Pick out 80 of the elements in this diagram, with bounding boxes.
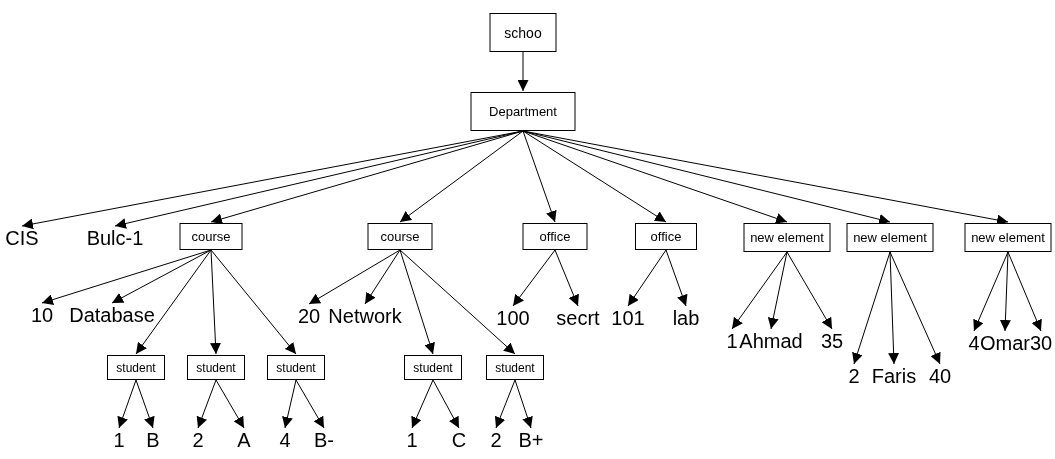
entity-box: student [187, 355, 245, 380]
entity-box: office [635, 223, 697, 250]
leaf-label: 2 [490, 429, 502, 451]
arrow [432, 379, 460, 429]
arrow [135, 249, 212, 355]
arrow [522, 130, 667, 223]
arrow [1007, 251, 1042, 332]
arrow [999, 251, 1011, 332]
arrow [517, 51, 529, 92]
arrow [210, 130, 524, 225]
arrow [135, 379, 155, 429]
leaf-label: 2 [848, 365, 860, 387]
leaf-label: C [451, 429, 467, 451]
arrow [554, 249, 579, 307]
arrow [295, 379, 325, 429]
leaf-label: B [146, 429, 160, 451]
arrow [215, 379, 245, 429]
arrow [973, 251, 1009, 332]
leaf-label: lab [672, 307, 700, 329]
leaf-label: secrt [556, 307, 600, 329]
leaf-label: 1 [406, 429, 418, 451]
arrow [117, 379, 137, 429]
entity-box: course [179, 223, 243, 250]
arrow [731, 251, 788, 330]
arrow [308, 249, 401, 305]
leaf-label: 10 [30, 304, 54, 326]
arrow [210, 249, 297, 355]
entity-box: student [486, 355, 544, 380]
arrow [889, 251, 941, 365]
entity-box: new element [846, 223, 934, 252]
leaf-label: 101 [611, 307, 645, 329]
entity-box: student [404, 355, 462, 380]
leaf-label: 35 [820, 330, 844, 352]
leaf-label: Omar [980, 332, 1030, 354]
leaf-label: 30 [1029, 332, 1053, 354]
arrow [512, 249, 556, 307]
leaf-label: 40 [928, 365, 952, 387]
leaf-label: CIS [5, 227, 39, 249]
entity-box: Department [470, 92, 576, 131]
leaf-label: 4 [279, 429, 291, 451]
entity-box: course [367, 223, 433, 250]
arrow [399, 249, 435, 355]
arrow [494, 379, 516, 429]
arrow [888, 251, 900, 365]
arrow [196, 379, 217, 429]
arrow [399, 249, 516, 355]
arrow [665, 249, 688, 307]
arrow [282, 379, 297, 429]
arrow [514, 379, 533, 429]
leaf-label: Database [69, 304, 155, 326]
leaf-label: B+ [518, 429, 544, 451]
leaf-label: A [237, 429, 251, 451]
leaf-label: Network [328, 305, 402, 327]
leaf-label: 100 [496, 307, 530, 329]
entity-box: office [522, 223, 588, 250]
arrow [210, 249, 221, 355]
arrow [411, 379, 434, 429]
leaf-label: 1 [113, 429, 125, 451]
entity-box: new element [964, 223, 1052, 252]
arrow [522, 130, 557, 223]
entity-box: new element [743, 223, 831, 252]
leaf-label: 1 [726, 330, 738, 352]
leaf-label: Ahmad [739, 330, 803, 352]
arrow [627, 249, 667, 307]
arrow [767, 251, 788, 330]
arrow [852, 251, 891, 365]
leaf-label: B- [314, 429, 334, 451]
arrow [786, 251, 833, 330]
leaf-label: 2 [192, 429, 204, 451]
arrow [111, 249, 212, 304]
leaf-label: 4 [968, 332, 980, 354]
arrow [364, 249, 401, 305]
arrow [41, 249, 212, 305]
arrow [399, 130, 524, 223]
entity-box: student [107, 355, 165, 380]
entity-box: schoo [489, 13, 557, 52]
leaf-label: Bulc-1 [86, 227, 144, 249]
leaf-label: 20 [297, 305, 321, 327]
entity-box: student [267, 355, 325, 380]
leaf-label: Faris [871, 365, 917, 387]
